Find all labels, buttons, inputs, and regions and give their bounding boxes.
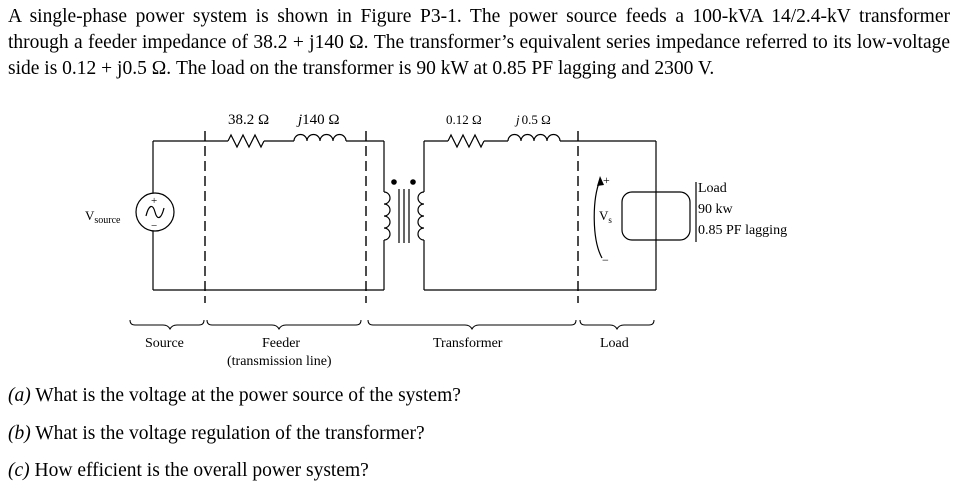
section-feeder-sublabel: (transmission line) xyxy=(227,354,332,369)
problem-statement: A single-phase power system is shown in … xyxy=(8,6,950,79)
load-pf-label: 0.85 PF lagging xyxy=(698,223,787,238)
vs-minus-sign: − xyxy=(602,253,609,267)
brace-feeder xyxy=(206,319,362,331)
brace-load xyxy=(579,319,655,331)
secondary-polarity-dot xyxy=(410,179,416,185)
brace-transformer xyxy=(367,319,577,331)
question-c: (c) How efficient is the overall power s… xyxy=(8,460,369,481)
section-load-label: Load xyxy=(600,336,629,351)
tx-r-label: 0.12 Ω xyxy=(446,112,482,127)
load-label: Load xyxy=(698,181,727,196)
feeder-x-label: j140 Ω xyxy=(296,112,340,128)
section-feeder-label: Feeder xyxy=(262,336,300,351)
load-box xyxy=(621,191,691,241)
voltage-source-icon xyxy=(135,192,175,232)
transformer-resistor xyxy=(447,133,485,149)
secondary-coil xyxy=(417,191,425,241)
transformer-inductor xyxy=(507,133,561,142)
vs-plus-sign: + xyxy=(603,173,610,187)
feeder-r-label: 38.2 Ω xyxy=(228,112,269,128)
vsource-label: Vsource xyxy=(85,208,121,226)
primary-polarity-dot xyxy=(391,179,397,185)
vs-arrow-head xyxy=(597,176,604,186)
source-plus-sign: + xyxy=(151,195,157,207)
vs-label: Vs xyxy=(599,208,612,225)
section-transformer-label: Transformer xyxy=(433,336,503,351)
load-power-label: 90 kw xyxy=(698,202,734,217)
section-source-label: Source xyxy=(145,336,184,351)
sine-wave-icon xyxy=(145,205,165,219)
brace-source xyxy=(129,319,205,331)
source-minus-sign: − xyxy=(151,220,157,232)
feeder-inductor xyxy=(293,133,347,142)
question-a: (a) What is the voltage at the power sou… xyxy=(8,385,461,406)
feeder-resistor xyxy=(227,133,265,149)
primary-coil xyxy=(383,191,391,241)
question-b: (b) What is the voltage regulation of th… xyxy=(8,423,425,444)
vs-arrow-icon xyxy=(593,179,603,259)
